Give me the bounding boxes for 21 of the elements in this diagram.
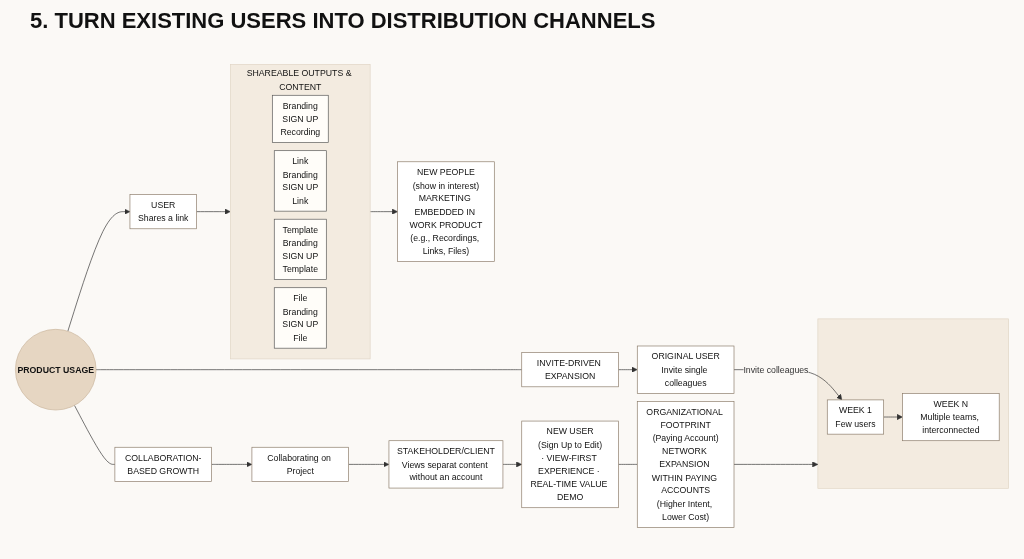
node-box: Branding SIGN UP Recording (271, 94, 329, 143)
node-box: Link Branding SIGN UP Link (273, 150, 327, 212)
node-box: INVITE-DRIVEN EXPANSION (521, 351, 619, 387)
node-box: COLLABORATION-BASED GROWTH (114, 446, 212, 482)
cluster (817, 318, 1009, 489)
node-box: WEEK N Multiple teams, interconnected (902, 392, 1000, 441)
node-box: ORIGINAL USER Invite single colleagues (636, 345, 735, 394)
node-box: File Branding SIGN UP File (273, 287, 327, 349)
node-box: NEW USER (Sign Up to Edit) · VIEW-FIRST EXPERIENCE · REAL-TIME VALUE DEMO (521, 420, 619, 508)
connector (74, 404, 116, 465)
node-box: NEW PEOPLE (show in interest) MARKETING EMBEDDED IN WORK PRODUCT (e.g., Recordings, Links, Files) (397, 161, 495, 262)
node-box: STAKEHOLDER/CLIENT Views separat content without an account (388, 440, 504, 489)
node-box: WEEK 1 Few users (826, 399, 884, 435)
node-box: Collaborating on Project (251, 446, 349, 482)
node-box: Template Branding SIGN UP Template (273, 218, 327, 280)
node-box: USER Shares a link (129, 193, 197, 229)
edge-label: Invite colleagues (743, 364, 809, 375)
node-box: ORGANIZATIONAL FOOTPRINT (Paying Account) NETWORK EXPANSION WITHIN PAYING ACCOUNTS (Higher Intent, Lower Cost) (636, 400, 735, 528)
connector (618, 463, 638, 465)
diagram-title: 5. TURN EXISTING USERS INTO DISTRIBUTION CHANNELS (30, 8, 657, 34)
node-circle: PRODUCT USAGE (15, 328, 97, 410)
